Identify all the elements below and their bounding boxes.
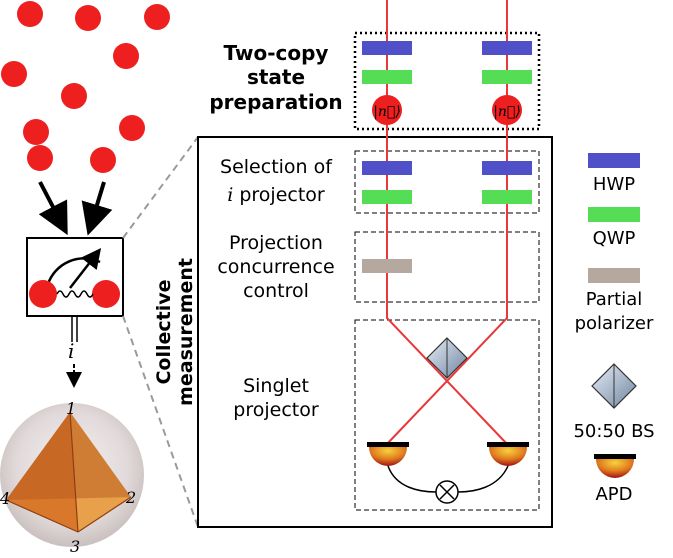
svg-text:|n⃗⟩: |n⃗⟩ [493, 104, 521, 120]
legend-hwp-swatch [588, 153, 640, 168]
qwp-right-top [482, 70, 532, 84]
legend-apd-icon [594, 454, 636, 478]
qwp-left-selection [362, 190, 412, 204]
photon-left [29, 280, 57, 308]
projection-label-2: concurrence [217, 256, 334, 278]
legend-qwp-swatch [588, 207, 640, 222]
photon [119, 115, 145, 141]
projection-box [354, 231, 540, 303]
hwp-left-top [362, 41, 412, 55]
vertex-label-1: 1 [66, 399, 76, 418]
two-copy-box [353, 31, 541, 131]
legend-partial-swatch [588, 268, 640, 283]
singlet-label-2: projector [233, 399, 319, 421]
legend-apd-label: APD [595, 484, 632, 505]
coincidence-wire [387, 465, 509, 493]
legend-bs-label: 50:50 BS [573, 421, 654, 442]
photon-cloud [1, 1, 170, 173]
legend-partial-label-1: Partial [586, 289, 643, 310]
photon [1, 61, 27, 87]
selection-box [354, 150, 540, 214]
two-copy-title-1: Two-copy [224, 41, 329, 65]
photon [75, 5, 101, 31]
projection-label-1: Projection [229, 232, 323, 254]
apd-right [487, 442, 529, 466]
projection-label-3: control [243, 280, 309, 302]
partial-polarizer [362, 259, 412, 273]
vertex-label-3: 3 [70, 537, 80, 556]
photon [23, 119, 49, 145]
collective-label: Collective [153, 279, 175, 384]
arrow-right [81, 181, 113, 236]
legend-qwp-label: QWP [593, 228, 636, 249]
spring-icon [56, 290, 94, 298]
measurement-icon-box [26, 237, 124, 317]
qwp-left-top [362, 70, 412, 84]
two-copy-title-2: state [247, 65, 305, 89]
outcome-label: i [68, 339, 74, 363]
beam-splitter [426, 337, 468, 379]
photon-right [92, 280, 120, 308]
tetrahedron-sphere: 1 2 3 4 [0, 399, 144, 556]
arrow-left [38, 181, 68, 236]
state-n-left: |n⃗⟩ [372, 95, 402, 125]
hwp-right-selection [482, 161, 532, 175]
apd-left [367, 442, 409, 466]
qwp-right-selection [482, 190, 532, 204]
photon [90, 147, 116, 173]
vertex-label-4: 4 [0, 489, 10, 508]
photon [144, 4, 170, 30]
photon [17, 1, 43, 27]
svg-text:|n⃗⟩: |n⃗⟩ [373, 104, 401, 120]
coincidence-icon [435, 480, 459, 504]
hwp-right-top [482, 41, 532, 55]
legend-partial-label-2: polarizer [575, 313, 654, 334]
photon [61, 83, 87, 109]
singlet-box [354, 319, 540, 511]
legend-hwp-label: HWP [593, 174, 635, 195]
measurement-label: measurement [175, 258, 197, 406]
photon [27, 145, 53, 171]
two-copy-title-3: preparation [209, 90, 342, 114]
state-n-right: |n⃗⟩ [492, 95, 522, 125]
singlet-label-1: Singlet [243, 375, 309, 397]
photon [113, 43, 139, 69]
collective-measurement-box [197, 136, 553, 528]
hwp-left-selection [362, 161, 412, 175]
selection-label-1: Selection of [220, 156, 333, 178]
legend-bs-icon [591, 363, 637, 409]
vertex-label-2: 2 [125, 488, 136, 507]
